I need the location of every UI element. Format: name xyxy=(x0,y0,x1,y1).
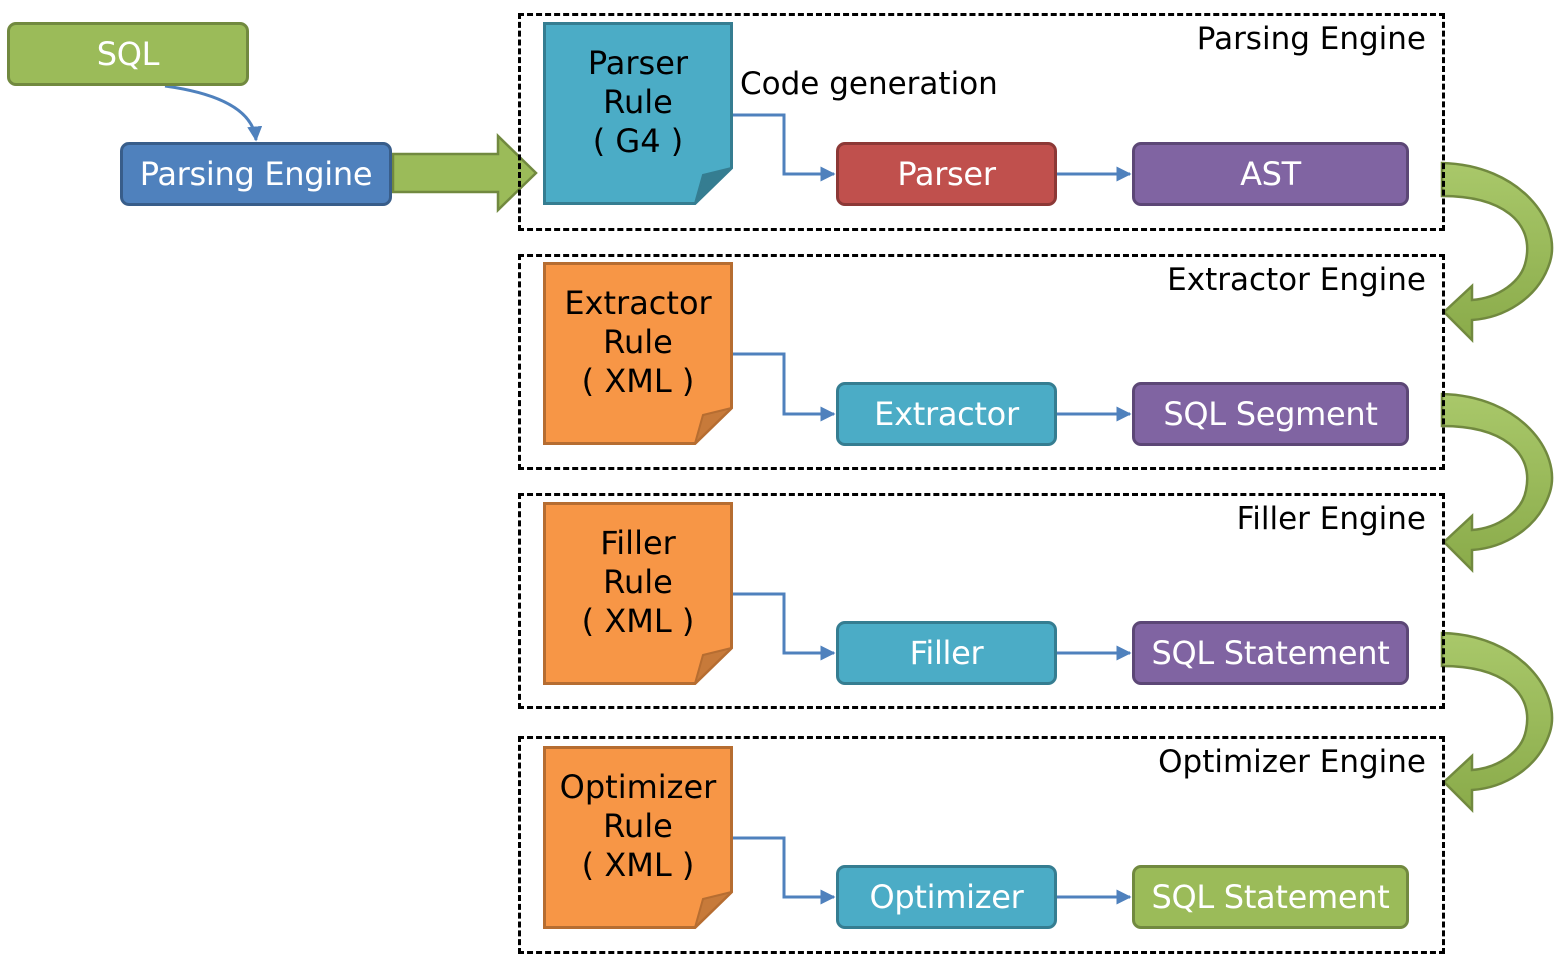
extractor-engine-title: Extractor Engine xyxy=(1167,262,1426,298)
note-line-1: Parser xyxy=(587,44,689,82)
sql-segment-label: SQL Segment xyxy=(1163,395,1378,433)
parser-box: Parser xyxy=(836,142,1057,206)
filler-box: Filler xyxy=(836,621,1057,685)
ast-label: AST xyxy=(1240,155,1301,193)
extractor-label: Extractor xyxy=(874,395,1019,433)
sql-to-parsing-engine-connector xyxy=(164,84,263,142)
parser-label: Parser xyxy=(897,155,996,193)
optimizer-box: Optimizer xyxy=(836,865,1057,929)
curved-arrow-icon xyxy=(1440,392,1554,574)
rule-to-extractor-connector xyxy=(731,352,836,422)
extractor-box: Extractor xyxy=(836,382,1057,446)
note-line-3: ( XML ) xyxy=(581,602,695,640)
rule-to-optimizer-connector xyxy=(731,836,836,905)
curved-arrow-icon xyxy=(1440,631,1554,814)
sql-statement-label: SQL Statement xyxy=(1151,634,1390,672)
note-line-2: Rule xyxy=(603,323,673,361)
sql-segment-box: SQL Segment xyxy=(1132,382,1409,446)
sql-input-box: SQL xyxy=(7,22,249,86)
parser-rule-note: Parser Rule ( G4 ) xyxy=(543,22,733,205)
parsing-engine-entry-label: Parsing Engine xyxy=(139,155,373,193)
sql-statement-box: SQL Statement xyxy=(1132,621,1409,685)
code-generation-label: Code generation xyxy=(740,66,998,102)
filler-engine-title: Filler Engine xyxy=(1236,501,1426,537)
extractor-rule-note: Extractor Rule ( XML ) xyxy=(543,262,733,445)
parsing-engine-entry-box: Parsing Engine xyxy=(120,142,392,206)
note-shape xyxy=(543,502,733,685)
filler-rule-note: Filler Rule ( XML ) xyxy=(543,502,733,685)
rule-to-filler-connector xyxy=(731,592,836,661)
parsing-engine-group: Parsing Engine xyxy=(518,13,1445,231)
note-shape xyxy=(543,22,733,205)
block-arrow-icon xyxy=(391,133,538,213)
optimized-sql-statement-box: SQL Statement xyxy=(1132,865,1409,929)
note-line-2: Rule xyxy=(603,563,673,601)
note-shape xyxy=(543,262,733,445)
note-line-1: Filler xyxy=(600,524,676,562)
ast-box: AST xyxy=(1132,142,1409,206)
note-line-3: ( XML ) xyxy=(581,362,695,400)
extractor-engine-group: Extractor Engine xyxy=(518,254,1445,470)
note-shape xyxy=(543,746,733,929)
rule-to-parser-connector xyxy=(731,113,836,182)
optimizer-engine-group: Optimizer Engine xyxy=(518,736,1445,954)
note-line-1: Extractor xyxy=(564,284,712,322)
optimized-sql-statement-label: SQL Statement xyxy=(1151,878,1390,916)
parsing-engine-title: Parsing Engine xyxy=(1196,21,1426,57)
sql-input-label: SQL xyxy=(96,35,160,73)
filler-engine-group: Filler Engine xyxy=(518,493,1445,709)
optimizer-engine-title: Optimizer Engine xyxy=(1158,744,1426,780)
note-line-3: ( XML ) xyxy=(581,846,695,884)
note-line-1: Optimizer xyxy=(559,768,717,806)
curved-arrow-icon xyxy=(1440,161,1554,344)
optimizer-rule-note: Optimizer Rule ( XML ) xyxy=(543,746,733,929)
optimizer-label: Optimizer xyxy=(869,878,1024,916)
note-line-2: Rule xyxy=(603,83,673,121)
note-line-3: ( G4 ) xyxy=(592,122,684,160)
note-line-2: Rule xyxy=(603,807,673,845)
filler-label: Filler xyxy=(909,634,984,672)
